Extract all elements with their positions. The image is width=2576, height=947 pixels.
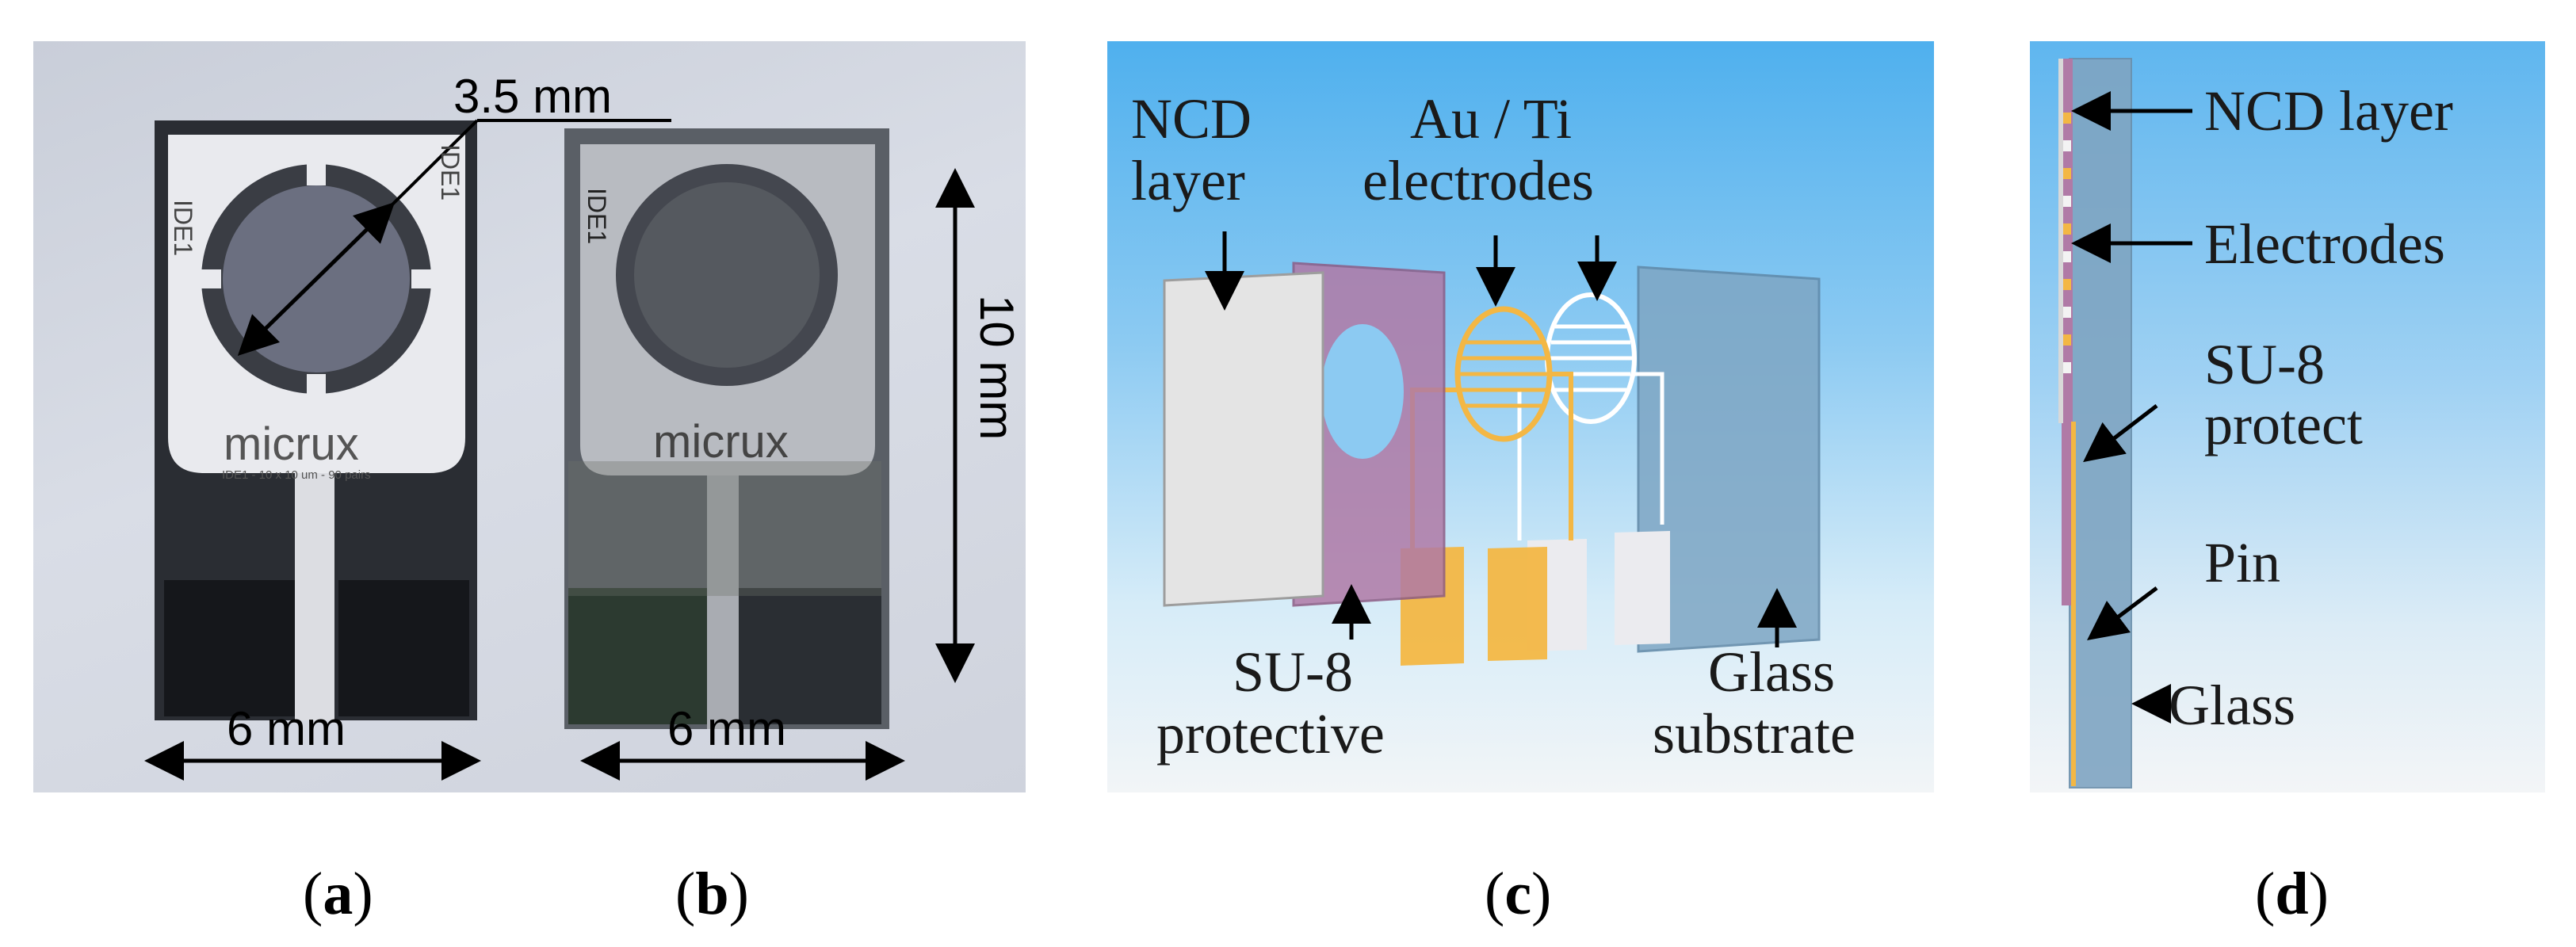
cross-section: NCD layer Electrodes SU-8 protect Pin Gl… xyxy=(2058,58,2453,789)
electrodes-cross-section xyxy=(2063,113,2071,373)
cross-section-panel: NCD layer Electrodes SU-8 protect Pin Gl… xyxy=(2030,41,2545,792)
photo-panel-ab: 3.5 mm IDE1 IDE1 micrux IDE1 - 10 x 10 u… xyxy=(33,41,1026,792)
label-su8-line1: SU-8 xyxy=(1233,640,1353,704)
glass-substrate-layer xyxy=(1637,265,1821,653)
chip-a-logo: micrux xyxy=(224,418,359,470)
label-auti-line2: electrodes xyxy=(1363,149,1594,212)
caption-a: (a) xyxy=(303,861,373,927)
ncd-cross-section xyxy=(2058,59,2063,423)
chip-a-fine-print: IDE1 - 10 x 10 um - 90 pairs xyxy=(222,468,371,482)
pin-arrow-d xyxy=(2087,586,2158,640)
chip-b-height-label: 10 mm xyxy=(970,295,1023,440)
glass-cross-section xyxy=(2069,58,2132,789)
su8-cross-section xyxy=(2062,59,2073,605)
label-d-glass: Glass xyxy=(2169,674,2295,737)
label-d-electrodes: Electrodes xyxy=(2204,212,2445,276)
label-ncd-line2: layer xyxy=(1131,149,1245,212)
chip-a xyxy=(155,119,671,720)
label-d-pin: Pin xyxy=(2204,531,2280,594)
caption-d: (d) xyxy=(2255,861,2329,927)
exploded-view-panel: NCD layer Au / Ti electrodes SU-8 protec… xyxy=(1107,41,1934,792)
su8-arrow-d xyxy=(2083,404,2158,463)
au-electrode-layer xyxy=(1401,306,1573,666)
label-glass-line1: Glass xyxy=(1708,640,1835,704)
label-ncd-line1: NCD xyxy=(1131,87,1252,151)
label-d-su8-line2: protect xyxy=(2204,393,2363,456)
chip-a-ide-left: IDE1 xyxy=(169,200,197,256)
caption-c: (c) xyxy=(1485,861,1552,927)
pin-cross-section xyxy=(2071,422,2076,786)
label-d-ncd: NCD layer xyxy=(2204,79,2453,143)
exploded-view: NCD layer Au / Ti electrodes SU-8 protec… xyxy=(1131,87,1856,766)
chip-b-width-label: 6 mm xyxy=(667,702,786,755)
label-su8-line2: protective xyxy=(1156,702,1385,766)
ncd-layer xyxy=(1163,271,1324,607)
chip-b-electrode-area xyxy=(634,182,820,368)
chip-b-ide-left: IDE1 xyxy=(583,188,611,244)
chip-a-diameter-label: 3.5 mm xyxy=(453,70,612,123)
caption-b: (b) xyxy=(675,861,749,927)
chip-b xyxy=(564,128,889,729)
chip-a-width-label: 6 mm xyxy=(227,702,346,755)
su8-window xyxy=(1321,324,1404,459)
chip-photos: 3.5 mm IDE1 IDE1 micrux IDE1 - 10 x 10 u… xyxy=(144,70,1023,781)
label-d-su8-line1: SU-8 xyxy=(2204,333,2325,396)
chip-b-logo: micrux xyxy=(653,416,789,468)
label-glass-line2: substrate xyxy=(1653,702,1856,766)
chip-a-ide-right: IDE1 xyxy=(436,144,464,200)
label-auti-line1: Au / Ti xyxy=(1410,87,1572,151)
